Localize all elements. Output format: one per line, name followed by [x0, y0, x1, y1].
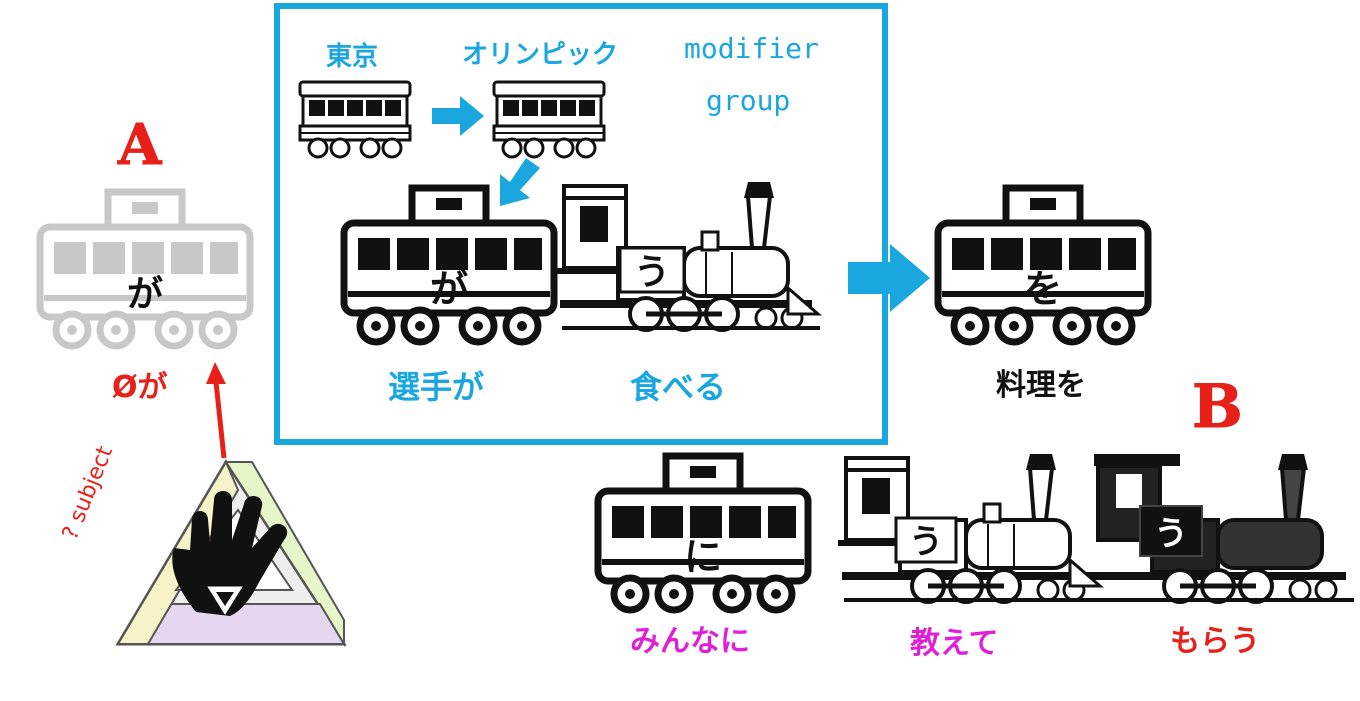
- label-b: B: [1192, 372, 1244, 443]
- small-car-tokyo: [298, 80, 412, 159]
- main-engine-plate: [618, 246, 686, 294]
- lower-engine-2-label: もらう: [1170, 624, 1260, 659]
- subject-arrow-line: [213, 381, 227, 459]
- modifier-group-frame: [274, 3, 888, 445]
- main-engine: [556, 182, 820, 330]
- lower-engine-receive-plate: [1139, 505, 1203, 557]
- lower-engine-1-label: 教えて: [910, 626, 999, 661]
- modifier-group-note-2: group: [706, 84, 791, 117]
- main-car: [344, 188, 554, 342]
- main-car-char: が: [430, 267, 468, 311]
- object-car: [938, 188, 1148, 342]
- ghost-car: [40, 192, 250, 346]
- arrow-right-big-icon: [848, 244, 930, 312]
- arrow-up-icon: [206, 362, 226, 384]
- lower-car-label: みんなに: [630, 624, 750, 659]
- lower-car-char: に: [684, 535, 722, 579]
- small-car-olympic: [492, 80, 606, 159]
- lower-engine-teach-char: う: [909, 522, 943, 562]
- lower-engine-receive-char: う: [1154, 514, 1188, 554]
- object-car-label: 料理を: [996, 368, 1086, 403]
- main-engine-char: う: [634, 252, 670, 293]
- small-car-2-label: オリンピック: [462, 40, 619, 70]
- object-car-char: を: [1024, 267, 1062, 311]
- hand-icon: [172, 491, 288, 616]
- ghost-car-char: が: [127, 274, 163, 315]
- ghost-car-label: Øが: [112, 370, 168, 405]
- lower-engine-teach: [838, 454, 1102, 602]
- modifier-group-note-1: modifier: [684, 32, 819, 65]
- main-engine-label: 食べる: [630, 368, 727, 406]
- lower-car: [598, 456, 808, 610]
- label-a: A: [117, 112, 162, 179]
- small-car-1-label: 東京: [326, 42, 379, 72]
- arrow-down-left-icon: [500, 158, 540, 206]
- lower-engine-receive: [1094, 454, 1354, 602]
- arrow-right-icon: [432, 96, 484, 136]
- lower-engine-teach-plate: [894, 516, 958, 564]
- main-car-label: 選手が: [388, 368, 485, 406]
